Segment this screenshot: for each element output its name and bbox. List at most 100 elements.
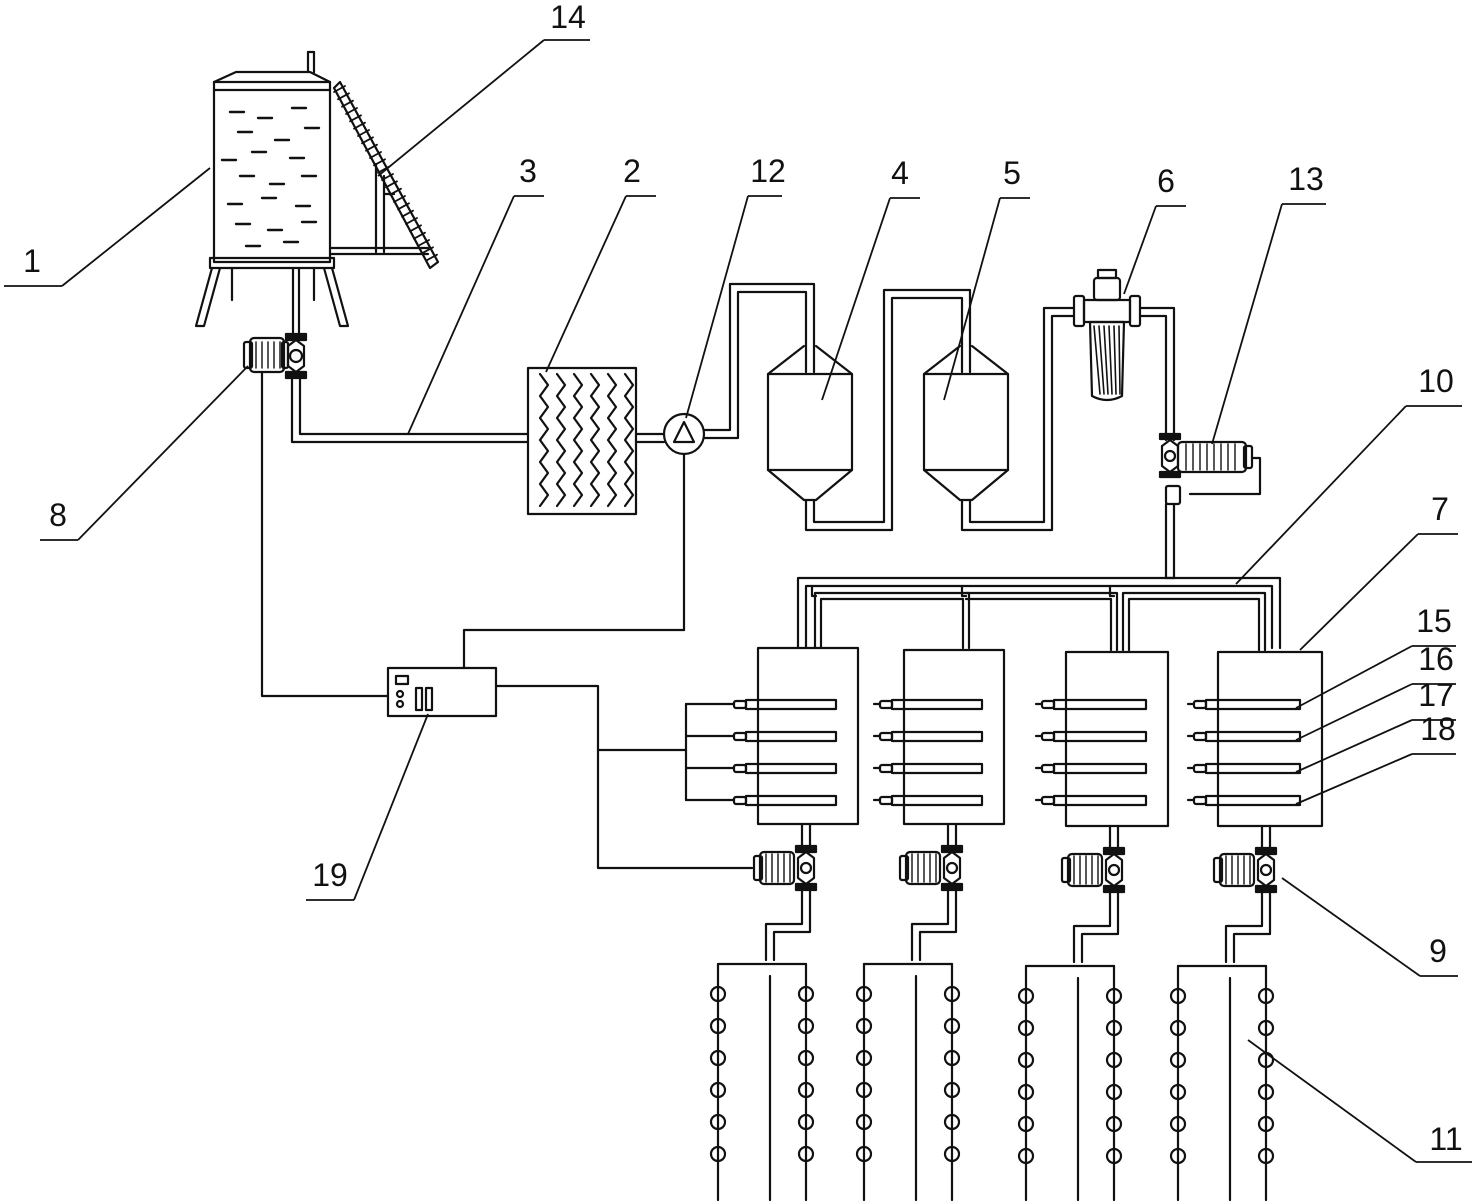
rect-shape [744,762,838,775]
circle-shape [1169,1115,1187,1133]
rect-shape [758,850,796,886]
rect-shape [902,648,1006,826]
circle-shape [943,1017,961,1035]
rect-shape [284,370,308,380]
circle-shape [1105,1019,1123,1037]
polyline-segment [960,584,968,598]
flow-meter-branch [1158,432,1262,580]
polyline-segment [290,376,530,444]
label-filter-tank-b: 5 [1003,155,1021,191]
rect-shape [940,844,964,854]
circle-shape [1169,1147,1187,1165]
circle-shape [1105,1051,1123,1069]
circle-shape [797,1081,815,1099]
path-shape [538,372,550,508]
path-shape [1113,325,1117,395]
rect-shape [1204,698,1302,711]
polyline-segment [702,290,808,440]
polyline-segment [1072,890,1112,964]
circle-shape [1017,1019,1035,1037]
circle-shape [797,1049,815,1067]
rect-shape [744,794,838,807]
polyline-segment [1108,584,1116,598]
polyline-segment [1121,591,1267,652]
circle-shape [1257,1083,1275,1101]
polyline-segment [702,282,816,432]
path-shape [555,372,567,508]
circle-shape [288,348,304,364]
probe-2 [872,730,984,743]
rect-shape [1040,763,1056,774]
polyline-segment [1188,456,1262,496]
rect-shape [744,698,838,711]
line-segment [421,246,434,255]
rect-shape [1102,884,1126,894]
path-shape [1098,325,1105,395]
circle-shape [1105,1147,1123,1165]
circle-shape [709,1113,727,1131]
line-segment [405,217,418,225]
rect-shape [794,882,818,892]
rect-shape [878,795,894,806]
circle-shape [855,1049,873,1067]
rect-shape [794,844,818,854]
rect-shape [744,730,838,743]
line-segment [353,121,366,130]
polyline-segment [804,296,964,532]
line-segment [413,231,426,240]
leader-line [821,197,891,401]
circle-shape [1017,1051,1035,1069]
path-shape [922,344,1010,502]
circle-shape [943,1145,961,1163]
storage-tank [194,50,350,338]
probe-3 [1186,762,1302,775]
circle-shape [709,1049,727,1067]
polyline-segment [1224,890,1264,964]
line-segment [349,114,362,123]
polyline-segment [494,684,688,752]
polyline-segment [964,591,1119,652]
leader-line [1281,877,1421,977]
label-disc-filter: 6 [1157,163,1175,199]
leader-line [1295,683,1413,741]
polyline-segment [968,306,1076,524]
polyline-segment [1138,314,1168,442]
rect-shape [1176,440,1248,474]
leader-line [1211,203,1283,445]
leader-line [685,195,749,419]
rect-shape [414,686,424,712]
rect-shape [1192,795,1208,806]
probe-1 [1034,698,1148,711]
circle-shape [855,1145,873,1163]
rect-shape [878,699,894,710]
mixing-tank-4 [1169,650,1324,1202]
rect-shape [890,762,984,775]
rect-shape [732,763,748,774]
path-shape [606,372,618,508]
polyline-segment [1080,890,1120,964]
probe-1 [1186,698,1302,711]
rect-shape [752,854,764,882]
process-piping [702,282,1076,532]
rect-shape [394,674,410,686]
circle-shape [943,1049,961,1067]
path-shape [1108,325,1113,395]
circle-shape [855,1081,873,1099]
probe-2 [1034,730,1148,743]
line-segment [401,209,414,218]
pipe-to-heat-exchanger [290,376,530,444]
rect-shape [1066,852,1104,888]
path-shape [1093,325,1101,395]
polyline-segment [960,314,1076,532]
line-segment [409,224,422,233]
label-drip-line: 11 [1429,1121,1462,1157]
path-shape [572,372,584,508]
polyline-segment [1232,890,1272,964]
leader-line [545,195,627,373]
circle-shape [797,1145,815,1163]
circle-shape [943,985,961,1003]
circle-shape [1169,1083,1187,1101]
label-pipe: 3 [519,153,537,189]
rect-shape [732,731,748,742]
